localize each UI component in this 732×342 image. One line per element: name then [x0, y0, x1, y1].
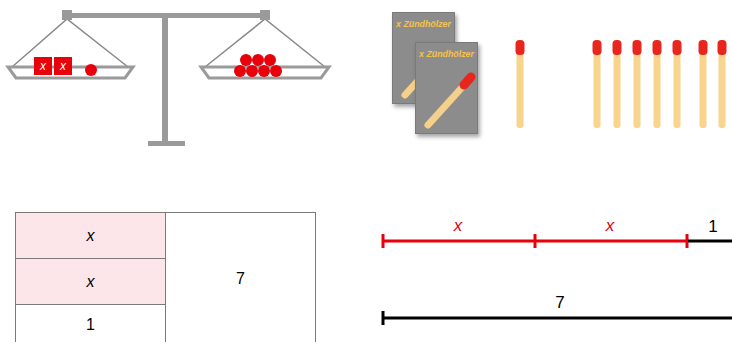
match-head: [593, 40, 602, 55]
match-head: [464, 77, 471, 85]
match-head: [699, 40, 708, 55]
segment-tick: [382, 234, 385, 248]
match-stick: [719, 44, 726, 128]
match: [613, 40, 622, 128]
segment-tick: [382, 311, 385, 325]
match: [593, 40, 602, 128]
node-text: x: [87, 227, 95, 245]
match: [516, 40, 525, 128]
match: [673, 40, 682, 128]
match-head: [516, 40, 525, 55]
pan-string: [205, 19, 325, 67]
unit-ball: [85, 64, 97, 76]
node-text: x: [40, 59, 46, 73]
weight-box: x: [34, 57, 52, 75]
match-stick: [594, 44, 601, 128]
segment-seven: [383, 317, 732, 320]
node-text: x: [87, 273, 95, 291]
segment-label: x: [604, 217, 617, 236]
area-cell: 1: [15, 304, 166, 342]
balance-scale: [8, 10, 329, 146]
beam-knob: [62, 10, 72, 20]
segment-label: x: [452, 217, 465, 236]
scale-post: [162, 15, 168, 143]
area-cell: 7: [165, 212, 316, 342]
node-text: x Zündhölzer: [419, 49, 474, 59]
match-head: [653, 40, 662, 55]
scale-foot: [148, 141, 185, 146]
match-head: [613, 40, 622, 55]
node-text: 1: [86, 316, 95, 334]
area-cell: x: [15, 258, 166, 305]
unit-ball: [234, 65, 246, 77]
node-text: x Zündhölzer: [396, 19, 451, 29]
matches: [516, 40, 727, 128]
beam-knob: [260, 10, 270, 20]
match: [718, 40, 727, 128]
match: [633, 40, 642, 128]
unit-balls: [85, 54, 282, 77]
segment-tick: [534, 234, 537, 248]
match-head: [633, 40, 642, 55]
segment-one: [688, 240, 732, 243]
unit-ball: [270, 65, 282, 77]
match-stick: [654, 44, 661, 128]
unit-ball: [246, 65, 258, 77]
area-cell: x: [15, 212, 166, 259]
match-head: [673, 40, 682, 55]
match: [699, 40, 708, 128]
node-text: 7: [236, 270, 245, 288]
unit-ball: [240, 54, 252, 66]
node-text: x: [60, 59, 66, 73]
matchbox: x Zündhölzer: [415, 42, 478, 134]
segment-label: 7: [553, 294, 566, 313]
match-stick: [428, 83, 466, 125]
match-stick: [700, 44, 707, 128]
segment-label: 1: [706, 218, 719, 237]
match-stick: [517, 44, 524, 128]
match-head: [718, 40, 727, 55]
segment-model: [383, 234, 732, 325]
match-stick: [634, 44, 641, 128]
unit-ball: [258, 65, 270, 77]
weight-box: x: [54, 57, 72, 75]
unit-ball: [264, 54, 276, 66]
match: [653, 40, 662, 128]
match-stick: [614, 44, 621, 128]
match-stick: [674, 44, 681, 128]
unit-ball: [252, 54, 264, 66]
